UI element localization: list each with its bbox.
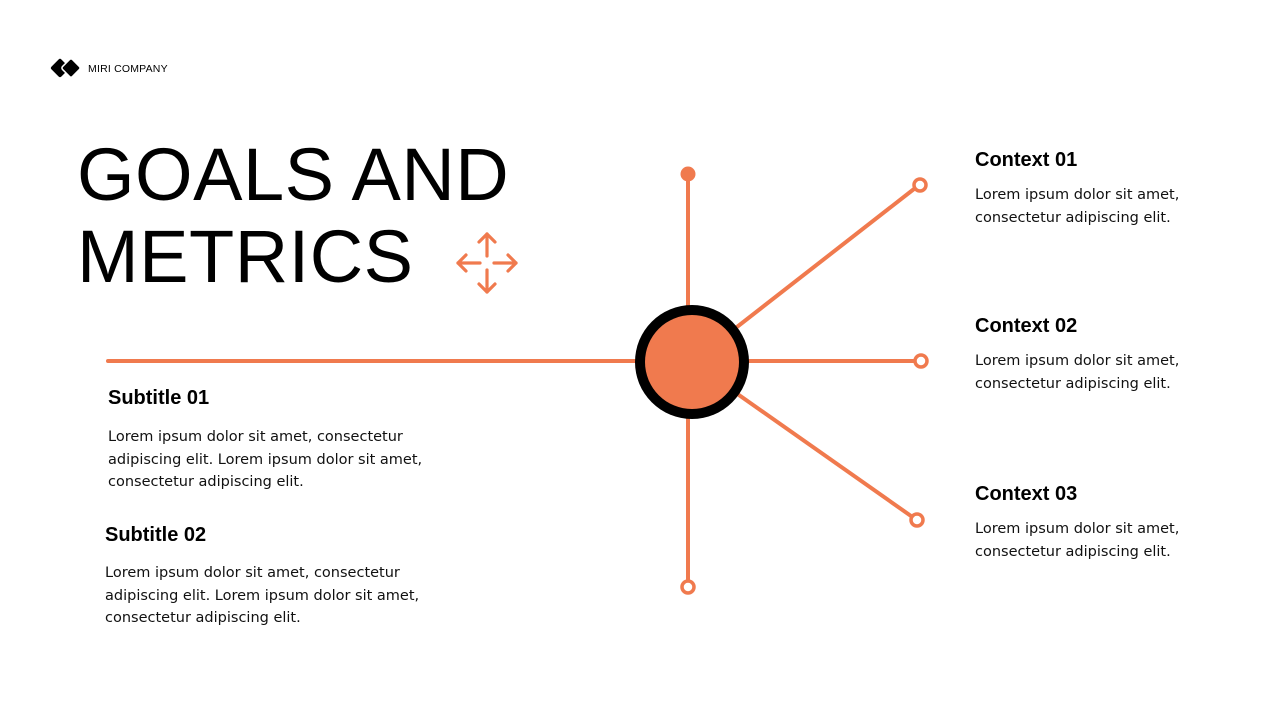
context-02-node (913, 353, 929, 369)
context-03-block: Context 03 Lorem ipsum dolor sit amet, c… (975, 483, 1207, 563)
context-03-heading: Context 03 (975, 483, 1078, 505)
page-title: GOALS AND METRICS (77, 134, 509, 298)
subtitle-02-heading: Subtitle 02 (105, 524, 207, 546)
context-01-heading: Context 01 (975, 149, 1078, 171)
title-line-2: METRICS (77, 215, 414, 298)
context-03-text: Lorem ipsum dolor sit amet, consectetur … (975, 521, 1180, 560)
move-arrows-icon (456, 232, 518, 294)
title-line-1: GOALS AND (77, 133, 510, 216)
context-01-node (912, 177, 928, 193)
context-02-heading: Context 02 (975, 315, 1078, 337)
context-02-block: Context 02 Lorem ipsum dolor sit amet, c… (975, 315, 1207, 395)
subtitle-01-heading: Subtitle 01 (108, 387, 210, 409)
brand: MIRI COMPANY (50, 56, 168, 82)
context-01-block: Context 01 Lorem ipsum dolor sit amet, c… (975, 149, 1207, 229)
subtitle-01-block: Subtitle 01 Lorem ipsum dolor sit amet, … (108, 387, 448, 494)
context-03-node (909, 512, 925, 528)
subtitle-02-block: Subtitle 02 Lorem ipsum dolor sit amet, … (105, 524, 445, 630)
subtitle-01-text: Lorem ipsum dolor sit amet, consectetur … (108, 429, 423, 490)
subtitle-02-text: Lorem ipsum dolor sit amet, consectetur … (105, 565, 420, 626)
brand-name: MIRI COMPANY (88, 63, 168, 75)
context-01-text: Lorem ipsum dolor sit amet, consectetur … (975, 187, 1180, 226)
context-02-text: Lorem ipsum dolor sit amet, consectetur … (975, 353, 1180, 392)
diamond-logo-icon (50, 58, 81, 78)
top-spoke-node (680, 166, 696, 182)
hub-core (645, 315, 739, 409)
bottom-spoke-node (680, 579, 696, 595)
